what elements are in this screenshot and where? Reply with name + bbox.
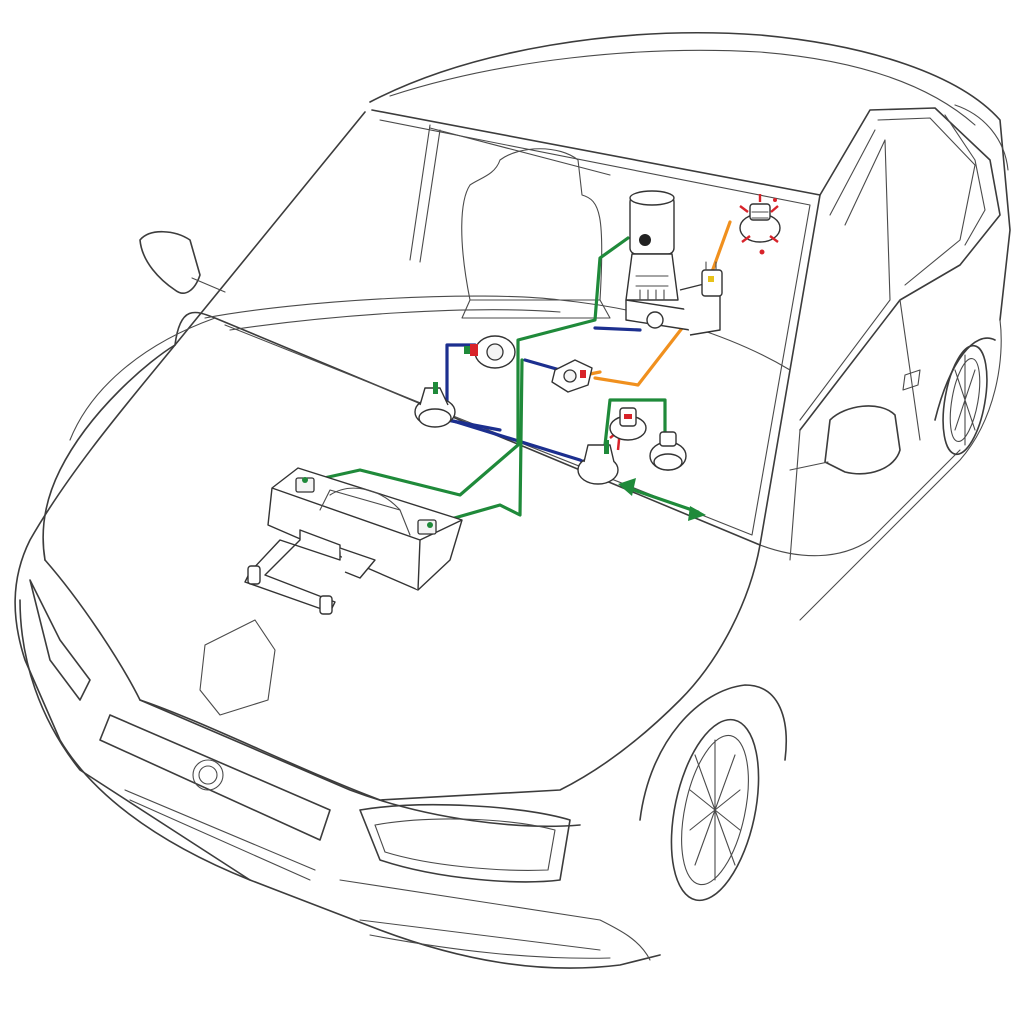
wire-blue [445, 343, 502, 432]
wire-blue [593, 326, 642, 332]
connector-icon [414, 382, 456, 428]
double-arrow [618, 478, 706, 521]
sensor-icon [739, 194, 781, 255]
wiring-harness [313, 220, 732, 527]
wire-green [313, 236, 630, 497]
relay-icon [701, 261, 723, 297]
wire-green [603, 398, 667, 447]
battery-icon [244, 467, 463, 615]
wire-green [428, 358, 524, 527]
connector-icon [551, 359, 593, 393]
car-body [14, 32, 1011, 969]
connector-icon [609, 407, 647, 441]
connector-icon [464, 335, 516, 369]
cylinder-icon [625, 190, 721, 336]
connector-icon [649, 431, 687, 471]
wire-orange [593, 220, 732, 387]
wire-blue [523, 358, 562, 372]
connector-icon [577, 427, 622, 485]
